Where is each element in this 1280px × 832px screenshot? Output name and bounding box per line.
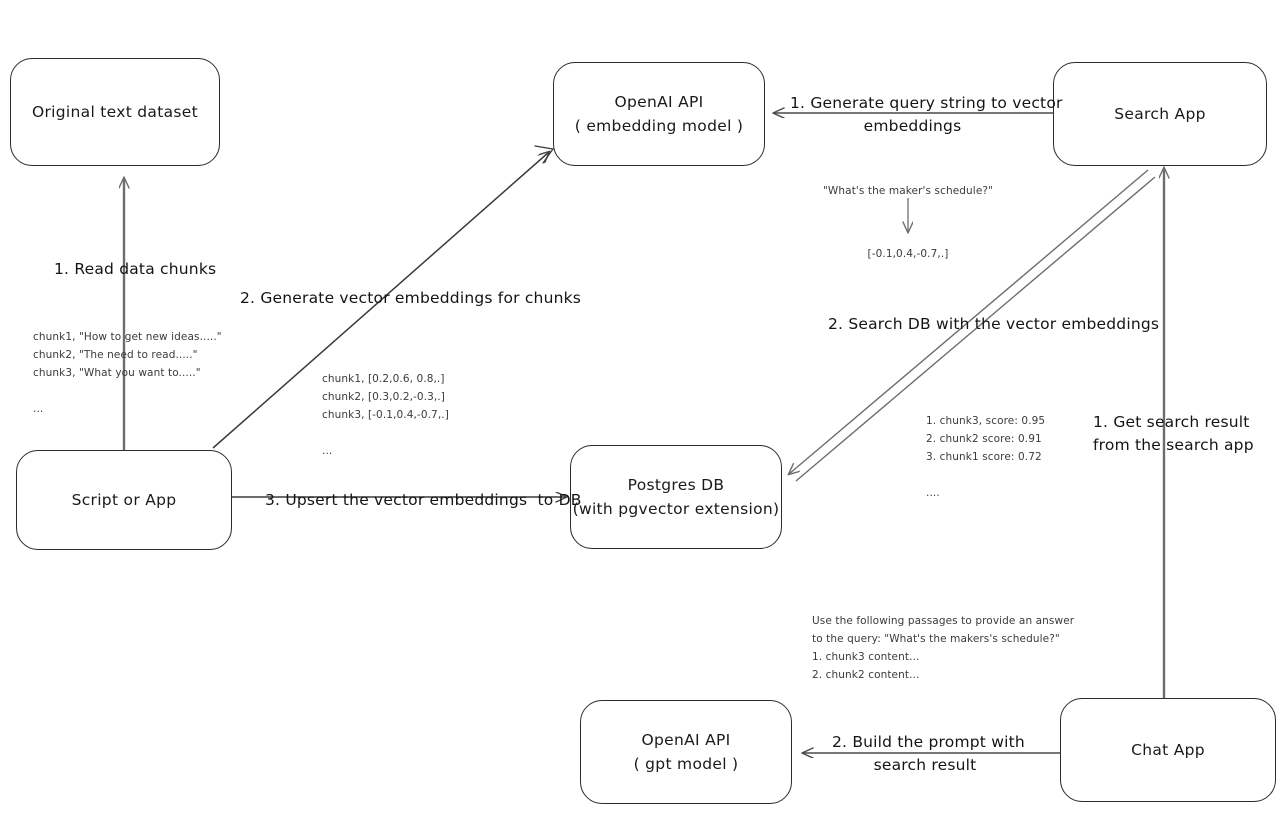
edge-label-read-data-chunks: 1. Read data chunks [54,260,217,278]
node-chat-app-label: Chat App [1131,740,1205,759]
node-postgres-db[interactable]: Postgres DB (with pgvector extension) [570,445,782,549]
edge-label-build-prompt: 2. Build the prompt with search result [832,733,1025,775]
node-openai-gpt-api-sublabel: ( gpt model ) [633,755,739,773]
node-search-app[interactable]: Search App [1053,62,1267,166]
edge-label-get-search-result: 1. Get search result from the search app [1093,413,1254,455]
edge-label-search-db: 2. Search DB with the vector embeddings [828,315,1160,333]
node-openai-embedding-api[interactable]: OpenAI API ( embedding model ) [553,62,765,166]
note-chunks-sample: chunk1, "How to get new ideas....." chun… [33,331,222,416]
note-search-results: 1. chunk3, score: 0.95 2. chunk2 score: … [926,415,1046,500]
edge-label-upsert-to-db: 3. Upsert the vector embeddings to DB [265,491,582,509]
node-openai-gpt-api-label: OpenAI API [641,730,731,749]
node-chat-app[interactable]: Chat App [1060,698,1276,802]
node-postgres-db-sublabel: (with pgvector extension) [572,500,780,518]
node-postgres-db-label: Postgres DB [627,475,725,494]
node-original-text-dataset-label: Original text dataset [32,102,198,121]
node-openai-embedding-api-label: OpenAI API [614,92,704,111]
note-query-vector: [-0.1,0.4,-0.7,.] [867,248,949,260]
edge-label-generate-query-string: 1. Generate query string to vector embed… [790,94,1063,136]
node-script-or-app-label: Script or App [71,490,177,509]
node-openai-embedding-api-sublabel: ( embedding model ) [574,117,744,135]
node-openai-gpt-api[interactable]: OpenAI API ( gpt model ) [580,700,792,804]
note-query-string: "What's the maker's schedule?" [823,185,993,197]
note-prompt-sample: Use the following passages to provide an… [812,615,1075,682]
edge-label-generate-vector-embeddings: 2. Generate vector embeddings for chunks [240,289,582,307]
node-original-text-dataset[interactable]: Original text dataset [10,58,220,166]
node-script-or-app[interactable]: Script or App [16,450,232,550]
node-search-app-label: Search App [1114,104,1206,123]
note-chunk-vectors: chunk1, [0.2,0.6, 0.8,.] chunk2, [0.3,0.… [322,373,449,458]
